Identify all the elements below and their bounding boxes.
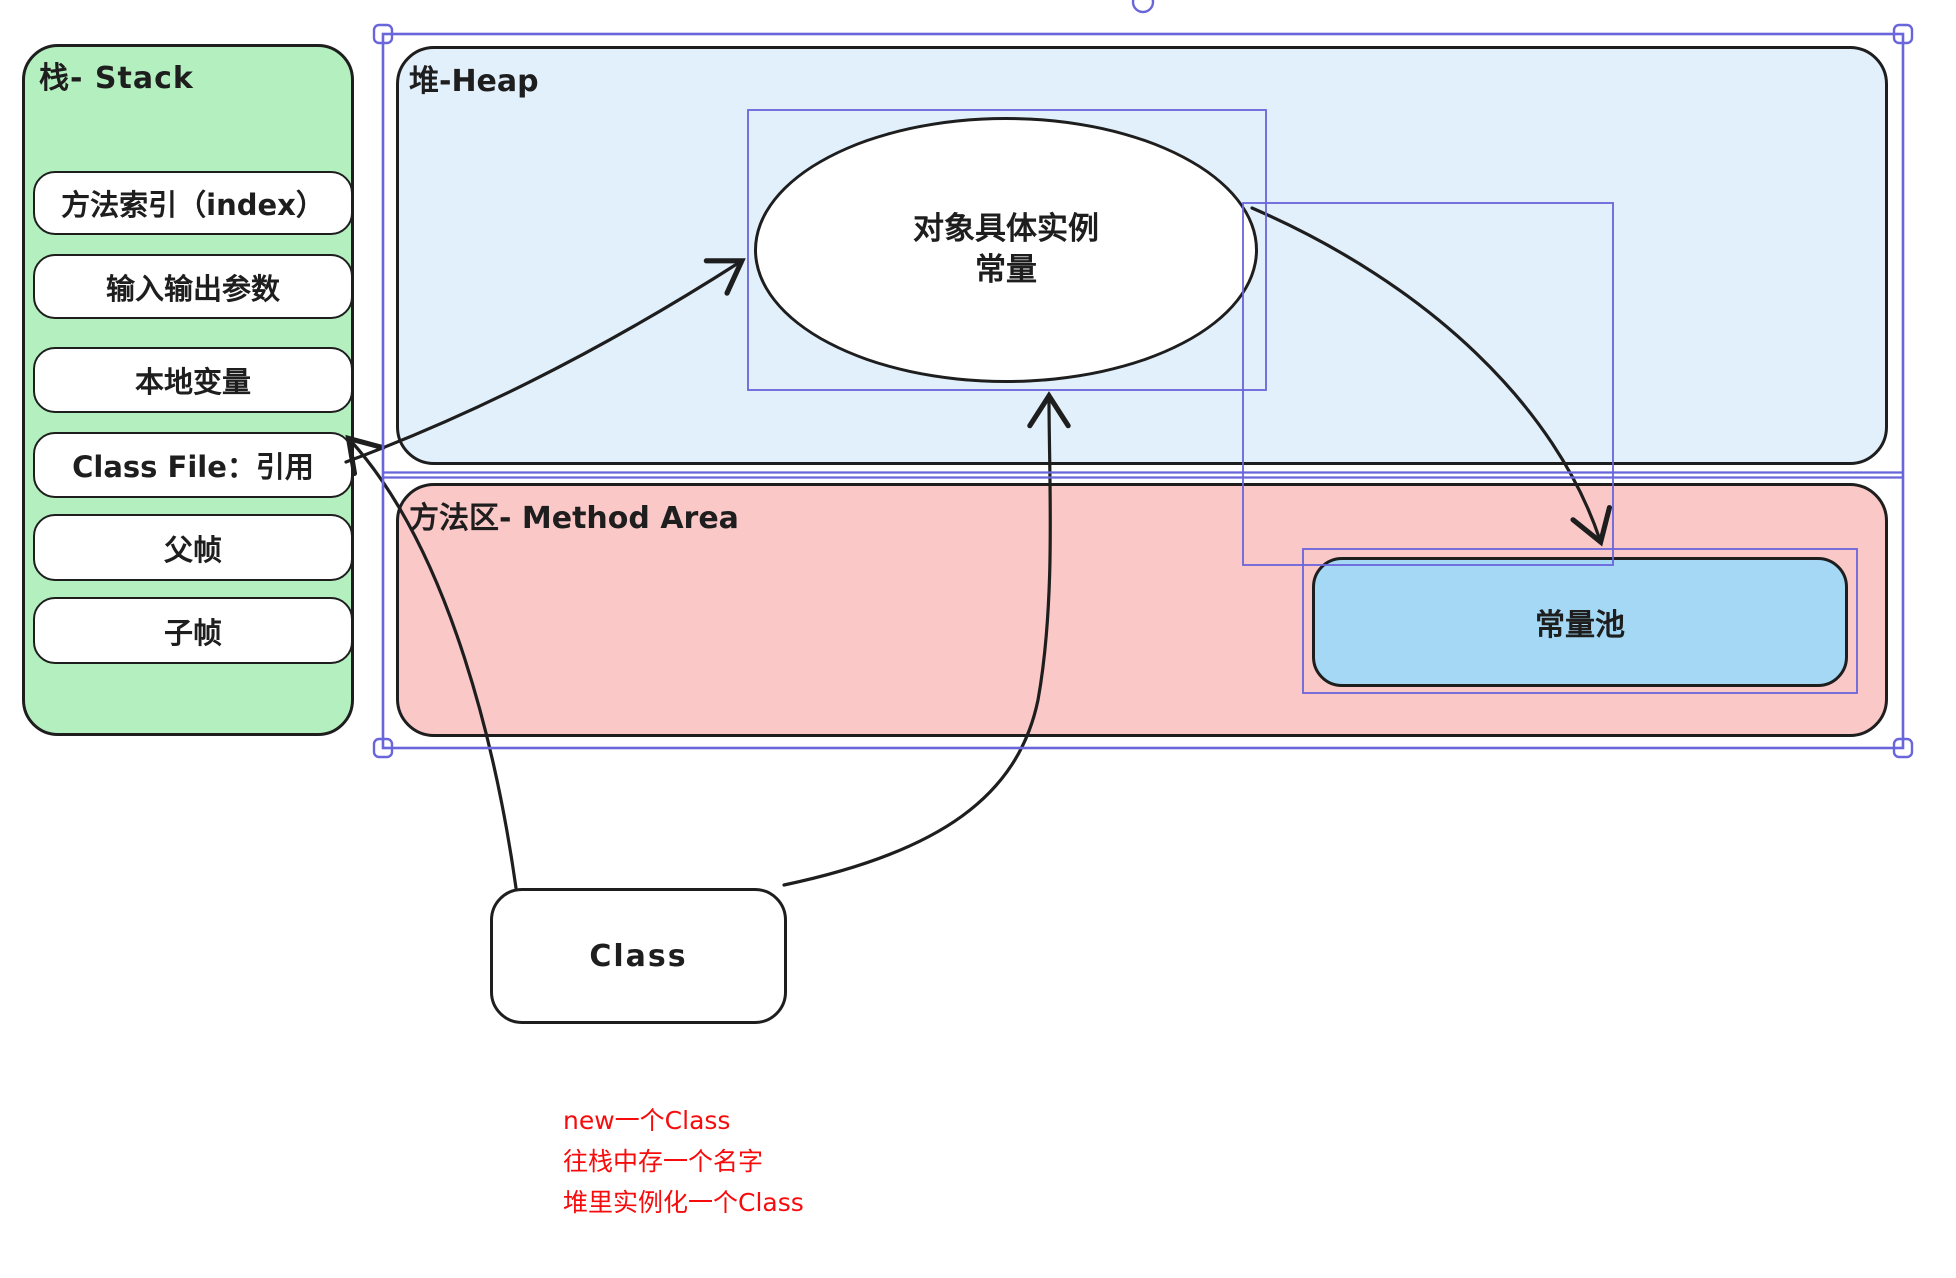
instance-label-line1: 对象具体实例	[913, 211, 1099, 247]
stack-item-parent-frame[interactable]: 父帧	[33, 514, 353, 581]
selection-outline-ellipse	[747, 109, 1267, 391]
class-node[interactable]: Class	[490, 888, 787, 1024]
selection-handle-bottom-left[interactable]	[372, 737, 394, 759]
rotation-handle[interactable]	[1131, 0, 1155, 14]
stack-item-io-params[interactable]: 输入输出参数	[33, 254, 353, 319]
selection-outline-constant-pool	[1302, 548, 1858, 694]
stack-region[interactable]: 栈- Stack 方法索引（index） 输入输出参数 本地变量 Class F…	[22, 44, 354, 736]
stack-item-child-frame[interactable]: 子帧	[33, 597, 353, 664]
stack-item-local-vars[interactable]: 本地变量	[33, 347, 353, 413]
annotation-line: 堆里实例化一个Class	[563, 1188, 804, 1217]
instance-label-line2: 常量	[975, 252, 1037, 288]
stack-item-method-index[interactable]: 方法索引（index）	[33, 171, 353, 235]
selection-handle-bottom-right[interactable]	[1892, 737, 1914, 759]
annotation-text[interactable]: new一个Class 往栈中存一个名字 堆里实例化一个Class	[563, 1100, 804, 1223]
heap-title: 堆-Heap	[409, 64, 539, 99]
constant-pool-label: 常量池	[1535, 608, 1625, 643]
arrow-class-to-instance[interactable]	[782, 391, 1071, 887]
annotation-line: new一个Class	[563, 1106, 731, 1135]
selection-handle-top-left[interactable]	[372, 23, 394, 45]
arrow-stack-to-instance[interactable]	[344, 258, 746, 464]
annotation-line: 往栈中存一个名字	[563, 1147, 764, 1176]
selection-bounding-box	[381, 32, 1905, 750]
object-instance-ellipse[interactable]: 对象具体实例 常量	[754, 117, 1258, 383]
stack-title: 栈- Stack	[39, 61, 194, 96]
constant-pool-box[interactable]: 常量池	[1312, 557, 1848, 687]
class-node-label: Class	[589, 938, 688, 974]
selection-outline-arrow	[1242, 202, 1614, 566]
arrow-class-to-stack[interactable]	[345, 434, 518, 890]
selection-handle-top-right[interactable]	[1892, 23, 1914, 45]
method-area-title: 方法区- Method Area	[409, 501, 739, 536]
stack-item-classfile-ref[interactable]: Class File：引用	[33, 432, 353, 498]
arrow-instance-to-constant-pool[interactable]	[1250, 206, 1612, 547]
